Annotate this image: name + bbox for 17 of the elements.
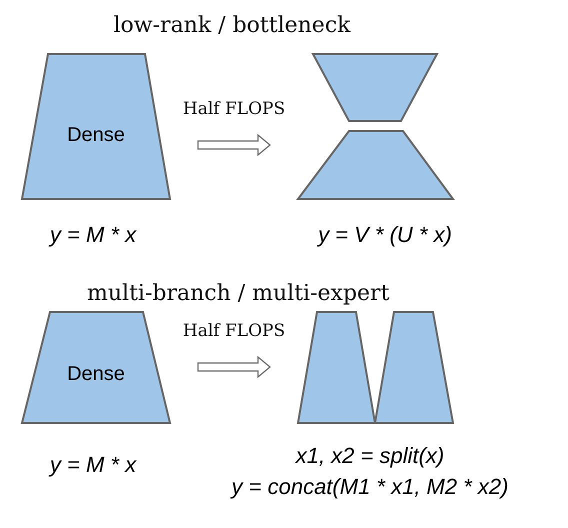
formula: y = V * (U * x)	[316, 222, 453, 248]
trapezoid-shape	[375, 312, 453, 423]
layer-trapezoid	[22, 312, 170, 423]
layer-label: Dense	[66, 363, 126, 386]
formula: x1, x2 = split(x)	[294, 443, 446, 469]
trapezoid-shape	[298, 312, 375, 423]
trapezoid-shape	[313, 54, 437, 121]
trapezoid-shape	[298, 131, 453, 199]
layer-label: Dense	[66, 124, 126, 147]
layer-trapezoid	[22, 54, 170, 199]
formula: y = M * x	[48, 452, 138, 478]
formula: y = concat(M1 * x1, M2 * x2)	[229, 474, 510, 500]
section-title: low-rank / bottleneck	[112, 13, 352, 38]
block-arrow	[197, 356, 271, 378]
formula: y = M * x	[48, 222, 138, 248]
block-arrow	[197, 134, 271, 156]
section-title: multi-branch / multi-expert	[87, 281, 387, 306]
